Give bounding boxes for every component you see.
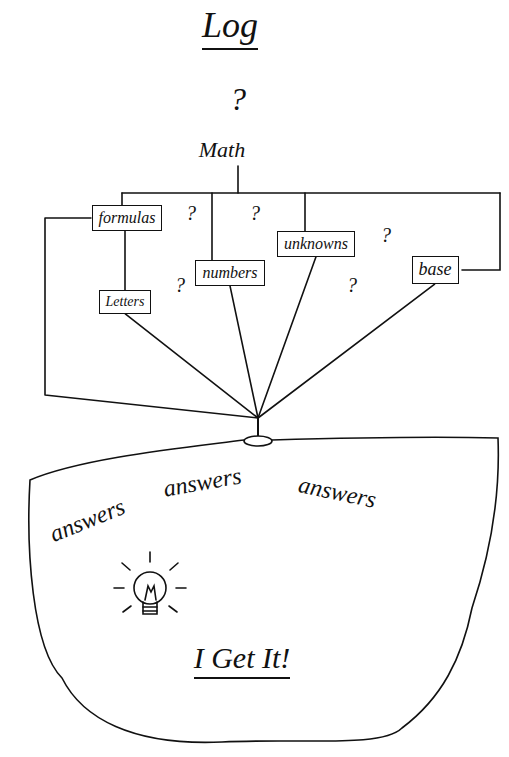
- funnel-hole: [244, 436, 272, 446]
- label-text: Math: [199, 138, 245, 162]
- term-box: base: [412, 256, 459, 284]
- connector-line: [45, 218, 258, 436]
- question-mark: ?: [347, 274, 357, 296]
- lightbulb: [114, 552, 186, 614]
- stem-line: [237, 166, 239, 193]
- branch-line: [211, 193, 213, 260]
- term-box: unknowns: [277, 231, 355, 257]
- term-box: formulas: [92, 205, 163, 231]
- connector-line: [124, 231, 126, 290]
- term-box: numbers: [195, 260, 264, 286]
- region-outline: [22, 428, 506, 752]
- box-text: base: [419, 259, 452, 279]
- box-text: Letters: [106, 294, 145, 309]
- branch-line: [121, 193, 123, 206]
- connector-line: [125, 314, 258, 436]
- answer-text: answers: [161, 462, 243, 502]
- box-text: numbers: [202, 264, 257, 281]
- answer-region: answers answers answers I Get It!: [22, 428, 506, 752]
- question-mark: ?: [230, 82, 246, 117]
- branch-line: [462, 193, 500, 270]
- answer-text: answers: [46, 493, 129, 547]
- title: Log: [202, 6, 258, 50]
- branch-line: [304, 193, 306, 231]
- box-text: unknowns: [284, 235, 348, 252]
- connector-line: [258, 284, 435, 436]
- question-mark: ?: [175, 274, 185, 296]
- question-mark: ?: [381, 224, 391, 246]
- connector-line: [230, 286, 258, 436]
- question-mark: ?: [250, 202, 260, 224]
- bracket-line: [122, 192, 500, 194]
- connector-line: [258, 257, 316, 436]
- exclamation-text: I Get It!: [194, 641, 291, 679]
- term-box: Letters: [99, 290, 152, 313]
- box-text: formulas: [99, 209, 156, 226]
- question-mark: ?: [186, 202, 196, 224]
- answer-text: answers: [296, 471, 378, 513]
